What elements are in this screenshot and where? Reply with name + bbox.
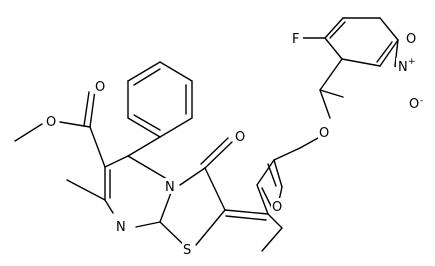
methylidene-furan — [224, 137, 319, 252]
ester-group — [14, 89, 106, 168]
atom-labels: F N + O O - O O N N O S O O — [45, 30, 423, 258]
nitro-plus-charge: + — [408, 57, 416, 67]
phenyl-ring — [127, 61, 193, 138]
bonds — [14, 17, 403, 252]
fluorine-atom: F — [292, 32, 299, 47]
nitro-oxygen-single: O — [409, 97, 419, 112]
fluoronitrophenyl-ring — [299, 17, 403, 119]
pyrimidine-ring — [66, 136, 173, 228]
ring-nitrogen-top: N — [165, 180, 175, 195]
nitro-minus-charge: - — [420, 96, 423, 106]
furan-oxygen-atom: O — [272, 200, 282, 215]
ring-nitrogen-bottom: N — [116, 220, 126, 235]
nitro-nitrogen-atom: N — [398, 60, 408, 75]
ketone-oxygen-atom: O — [235, 130, 245, 145]
sulfur-atom: S — [183, 243, 191, 258]
ester-oxygen-atom: O — [46, 115, 56, 130]
thiazole-ring — [159, 137, 233, 248]
ether-oxygen-atom: O — [319, 126, 329, 141]
nitro-oxygen-double: O — [406, 32, 416, 47]
ester-carbonyl-oxygen: O — [95, 80, 105, 95]
